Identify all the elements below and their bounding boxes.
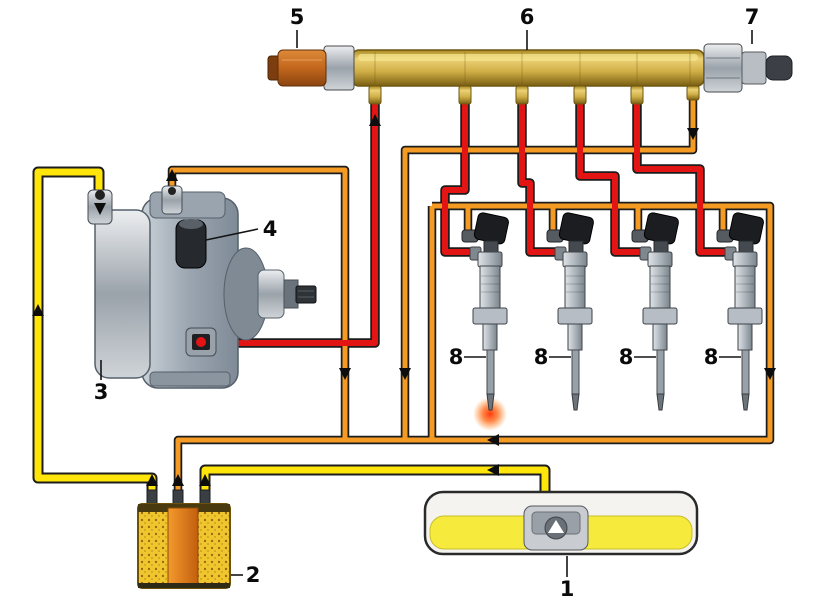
fuel-filter xyxy=(137,489,231,589)
fuel-rail xyxy=(267,43,793,105)
injector-4 xyxy=(716,211,765,411)
label-injector-3: 8 xyxy=(619,345,634,369)
pump-arrow-icon xyxy=(548,520,564,533)
rail-left-nut xyxy=(323,45,355,91)
in-tank-pump-module xyxy=(523,505,589,551)
pump-hp-outlet xyxy=(185,327,217,357)
labels: 5 6 7 4 3 8 8 8 8 2 1 xyxy=(94,5,760,601)
label-injector-2: 8 xyxy=(534,345,549,369)
label-rail-sensor: 5 xyxy=(290,5,305,29)
label-metering-valve: 4 xyxy=(263,217,278,241)
fuel-metering-valve xyxy=(175,219,207,269)
label-fuel-rail: 6 xyxy=(520,5,535,29)
label-4-line xyxy=(205,228,259,241)
label-pressure-regulator: 7 xyxy=(745,5,760,29)
pressure-regulator-fitting xyxy=(703,43,793,93)
label-filter: 2 xyxy=(246,563,261,587)
fuel-tank xyxy=(423,490,699,556)
rail-ports xyxy=(368,85,700,105)
label-injector-1: 8 xyxy=(449,345,464,369)
pump-return-port xyxy=(161,185,183,215)
high-pressure-pump xyxy=(87,185,317,389)
injector-2 xyxy=(546,211,595,411)
injector-1 xyxy=(461,211,510,411)
label-pump: 3 xyxy=(94,380,109,404)
injector-spray-glow xyxy=(473,397,507,431)
label-tank: 1 xyxy=(560,577,575,601)
rail-pressure-sensor xyxy=(267,49,327,87)
label-injector-4: 8 xyxy=(704,345,719,369)
injector-3 xyxy=(631,211,680,411)
